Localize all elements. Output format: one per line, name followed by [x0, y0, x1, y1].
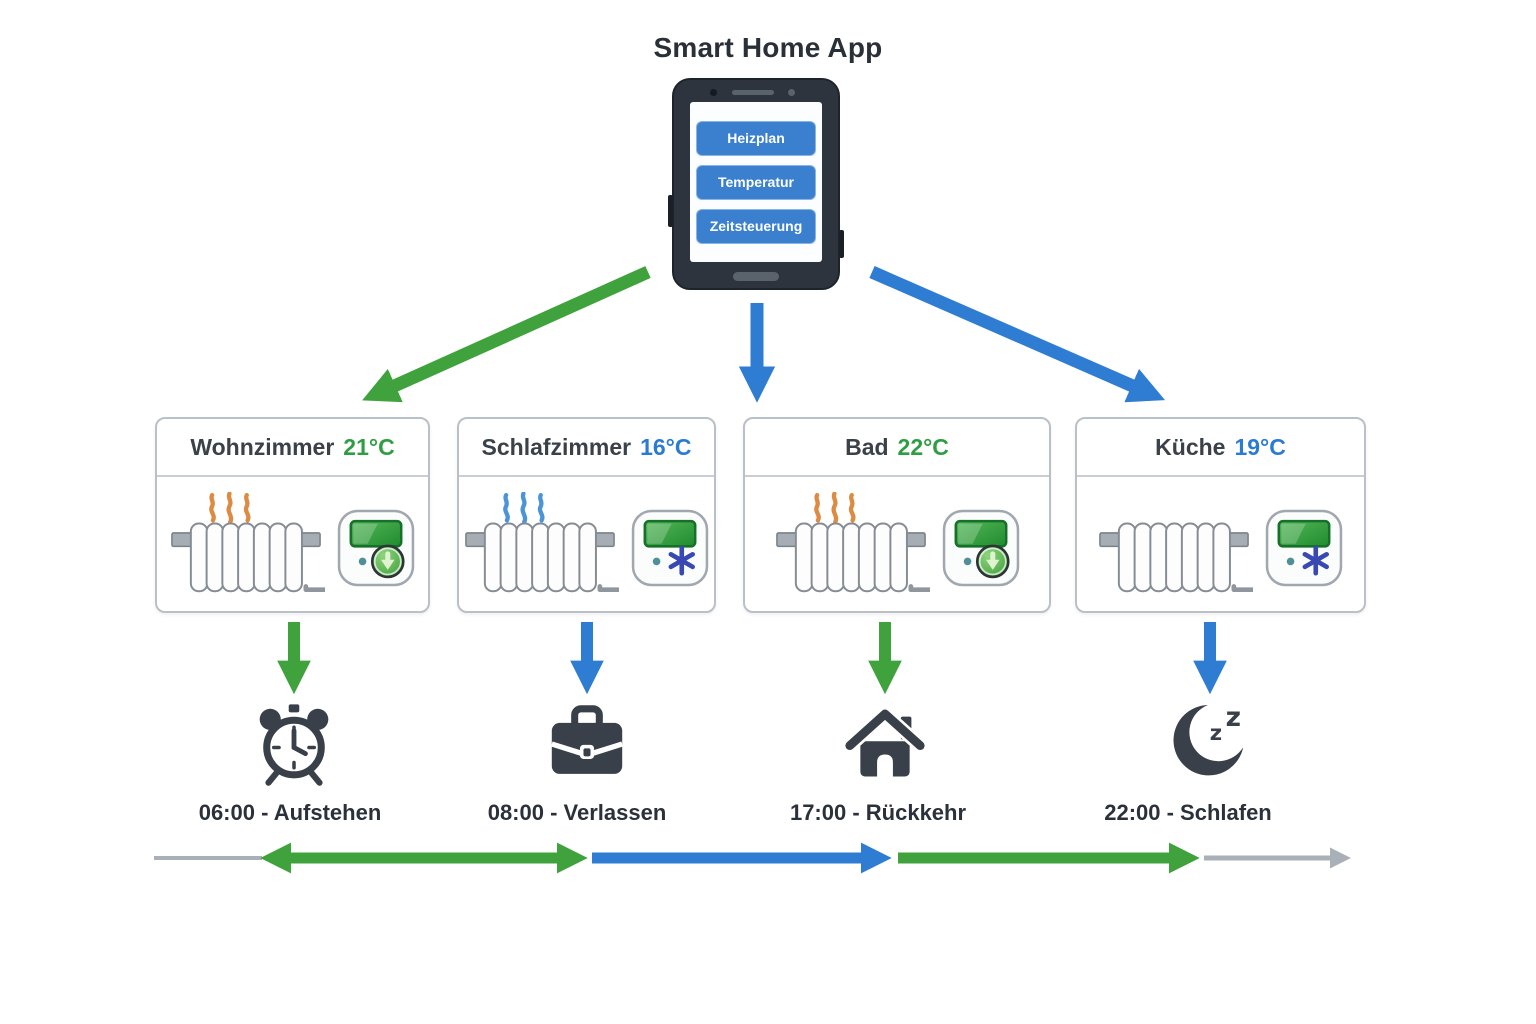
- home-button: [733, 272, 779, 281]
- schedule-label-verlassen: 08:00 - Verlassen: [487, 800, 667, 825]
- radiator-icon: [461, 492, 619, 596]
- room-card-body: [157, 477, 428, 611]
- room-card-kueche: Küche 19°C: [1075, 417, 1366, 613]
- schedule-label-rueckkehr: 17:00 - Rückkehr: [789, 800, 967, 825]
- lower-temp-badge-icon: [372, 546, 403, 577]
- arrow-app-to-wohnzimmer: [362, 266, 651, 403]
- room-name: Schlafzimmer: [481, 433, 632, 460]
- room-name: Bad: [845, 433, 889, 460]
- lower-temp-badge-icon: [977, 546, 1008, 577]
- room-card-header: Bad 22°C: [745, 419, 1049, 477]
- room-temperature: 16°C: [640, 433, 692, 460]
- thermostat-icon: [337, 509, 415, 587]
- room-card-body: [1077, 477, 1364, 611]
- briefcase-icon: [543, 700, 631, 788]
- room-name: Küche: [1155, 433, 1226, 460]
- alarm-clock-icon: [250, 700, 338, 788]
- room-card-wohnzimmer: Wohnzimmer 21°C: [155, 417, 430, 613]
- room-name: Wohnzimmer: [190, 433, 335, 460]
- room-card-bad: Bad 22°C: [743, 417, 1051, 613]
- diagram-title: Smart Home App: [653, 32, 883, 63]
- radiator-icon: [772, 492, 930, 596]
- moon-sleep-icon: [1173, 702, 1244, 776]
- side-button-right: [839, 230, 844, 258]
- cool-waves-icon: [505, 494, 542, 522]
- sensor-dot-icon: [788, 89, 795, 96]
- schedule-label-aufstehen: 06:00 - Aufstehen: [198, 800, 382, 825]
- thermostat-icon: [942, 509, 1019, 587]
- speaker-icon: [732, 90, 774, 95]
- room-card-body: [745, 477, 1049, 611]
- room-card-schlafzimmer: Schlafzimmer 16°C: [457, 417, 716, 613]
- arrow-app-to-kueche: [869, 266, 1166, 403]
- smartphone: Heizplan Temperatur Zeitsteuerung: [668, 78, 844, 290]
- room-temperature: 19°C: [1234, 433, 1286, 460]
- app-button-temperatur[interactable]: Temperatur: [696, 165, 816, 200]
- app-button-zeitsteuerung[interactable]: Zeitsteuerung: [696, 209, 816, 244]
- side-button-left: [668, 195, 673, 227]
- room-temperature: 21°C: [343, 433, 395, 460]
- camera-dot-icon: [710, 89, 717, 96]
- room-card-header: Wohnzimmer 21°C: [157, 419, 428, 477]
- room-card-header: Schlafzimmer 16°C: [459, 419, 714, 477]
- room-card-body: [459, 477, 714, 611]
- radiator-icon: [167, 492, 325, 596]
- house-icon: [841, 699, 929, 787]
- phone-screen: Heizplan Temperatur Zeitsteuerung: [690, 102, 822, 262]
- thermostat-icon: [631, 509, 709, 587]
- room-temperature: 22°C: [897, 433, 949, 460]
- thermostat-icon: [1265, 509, 1343, 587]
- radiator-icon: [1095, 492, 1253, 596]
- app-button-heizplan[interactable]: Heizplan: [696, 121, 816, 156]
- schedule-label-schlafen: 22:00 - Schlafen: [1104, 800, 1272, 825]
- room-card-header: Küche 19°C: [1077, 419, 1364, 477]
- heat-waves-icon: [211, 494, 248, 522]
- heat-waves-icon: [816, 494, 853, 522]
